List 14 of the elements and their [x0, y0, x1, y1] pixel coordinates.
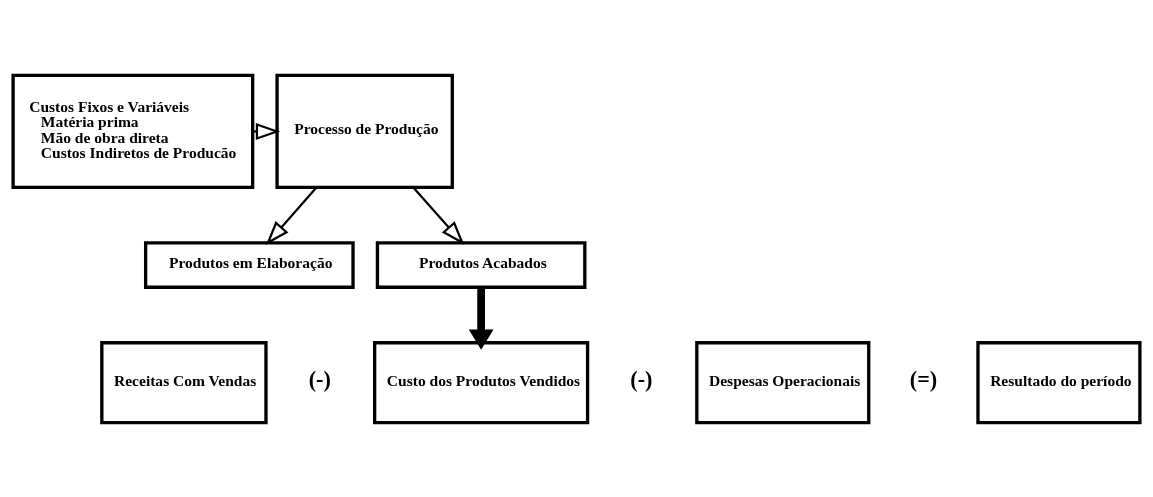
arrow	[412, 186, 465, 245]
label: (-)	[630, 366, 653, 392]
node-box: Produtos em Elaboração	[143, 240, 355, 289]
node-box: Resultado do período	[976, 340, 1142, 424]
label: (-)	[308, 366, 331, 392]
label: (=)	[909, 366, 938, 392]
arrow	[252, 122, 281, 140]
node-box: Receitas Com Vendas	[100, 340, 268, 424]
arrow	[265, 186, 318, 245]
arrow	[468, 286, 494, 350]
node-box: Despesas Operacionais	[695, 340, 871, 424]
node-box: Processo de Produção	[275, 73, 454, 189]
node-box: Produtos Acabados	[375, 240, 587, 289]
node-box: Custo dos Produtos Vendidos	[373, 340, 590, 424]
